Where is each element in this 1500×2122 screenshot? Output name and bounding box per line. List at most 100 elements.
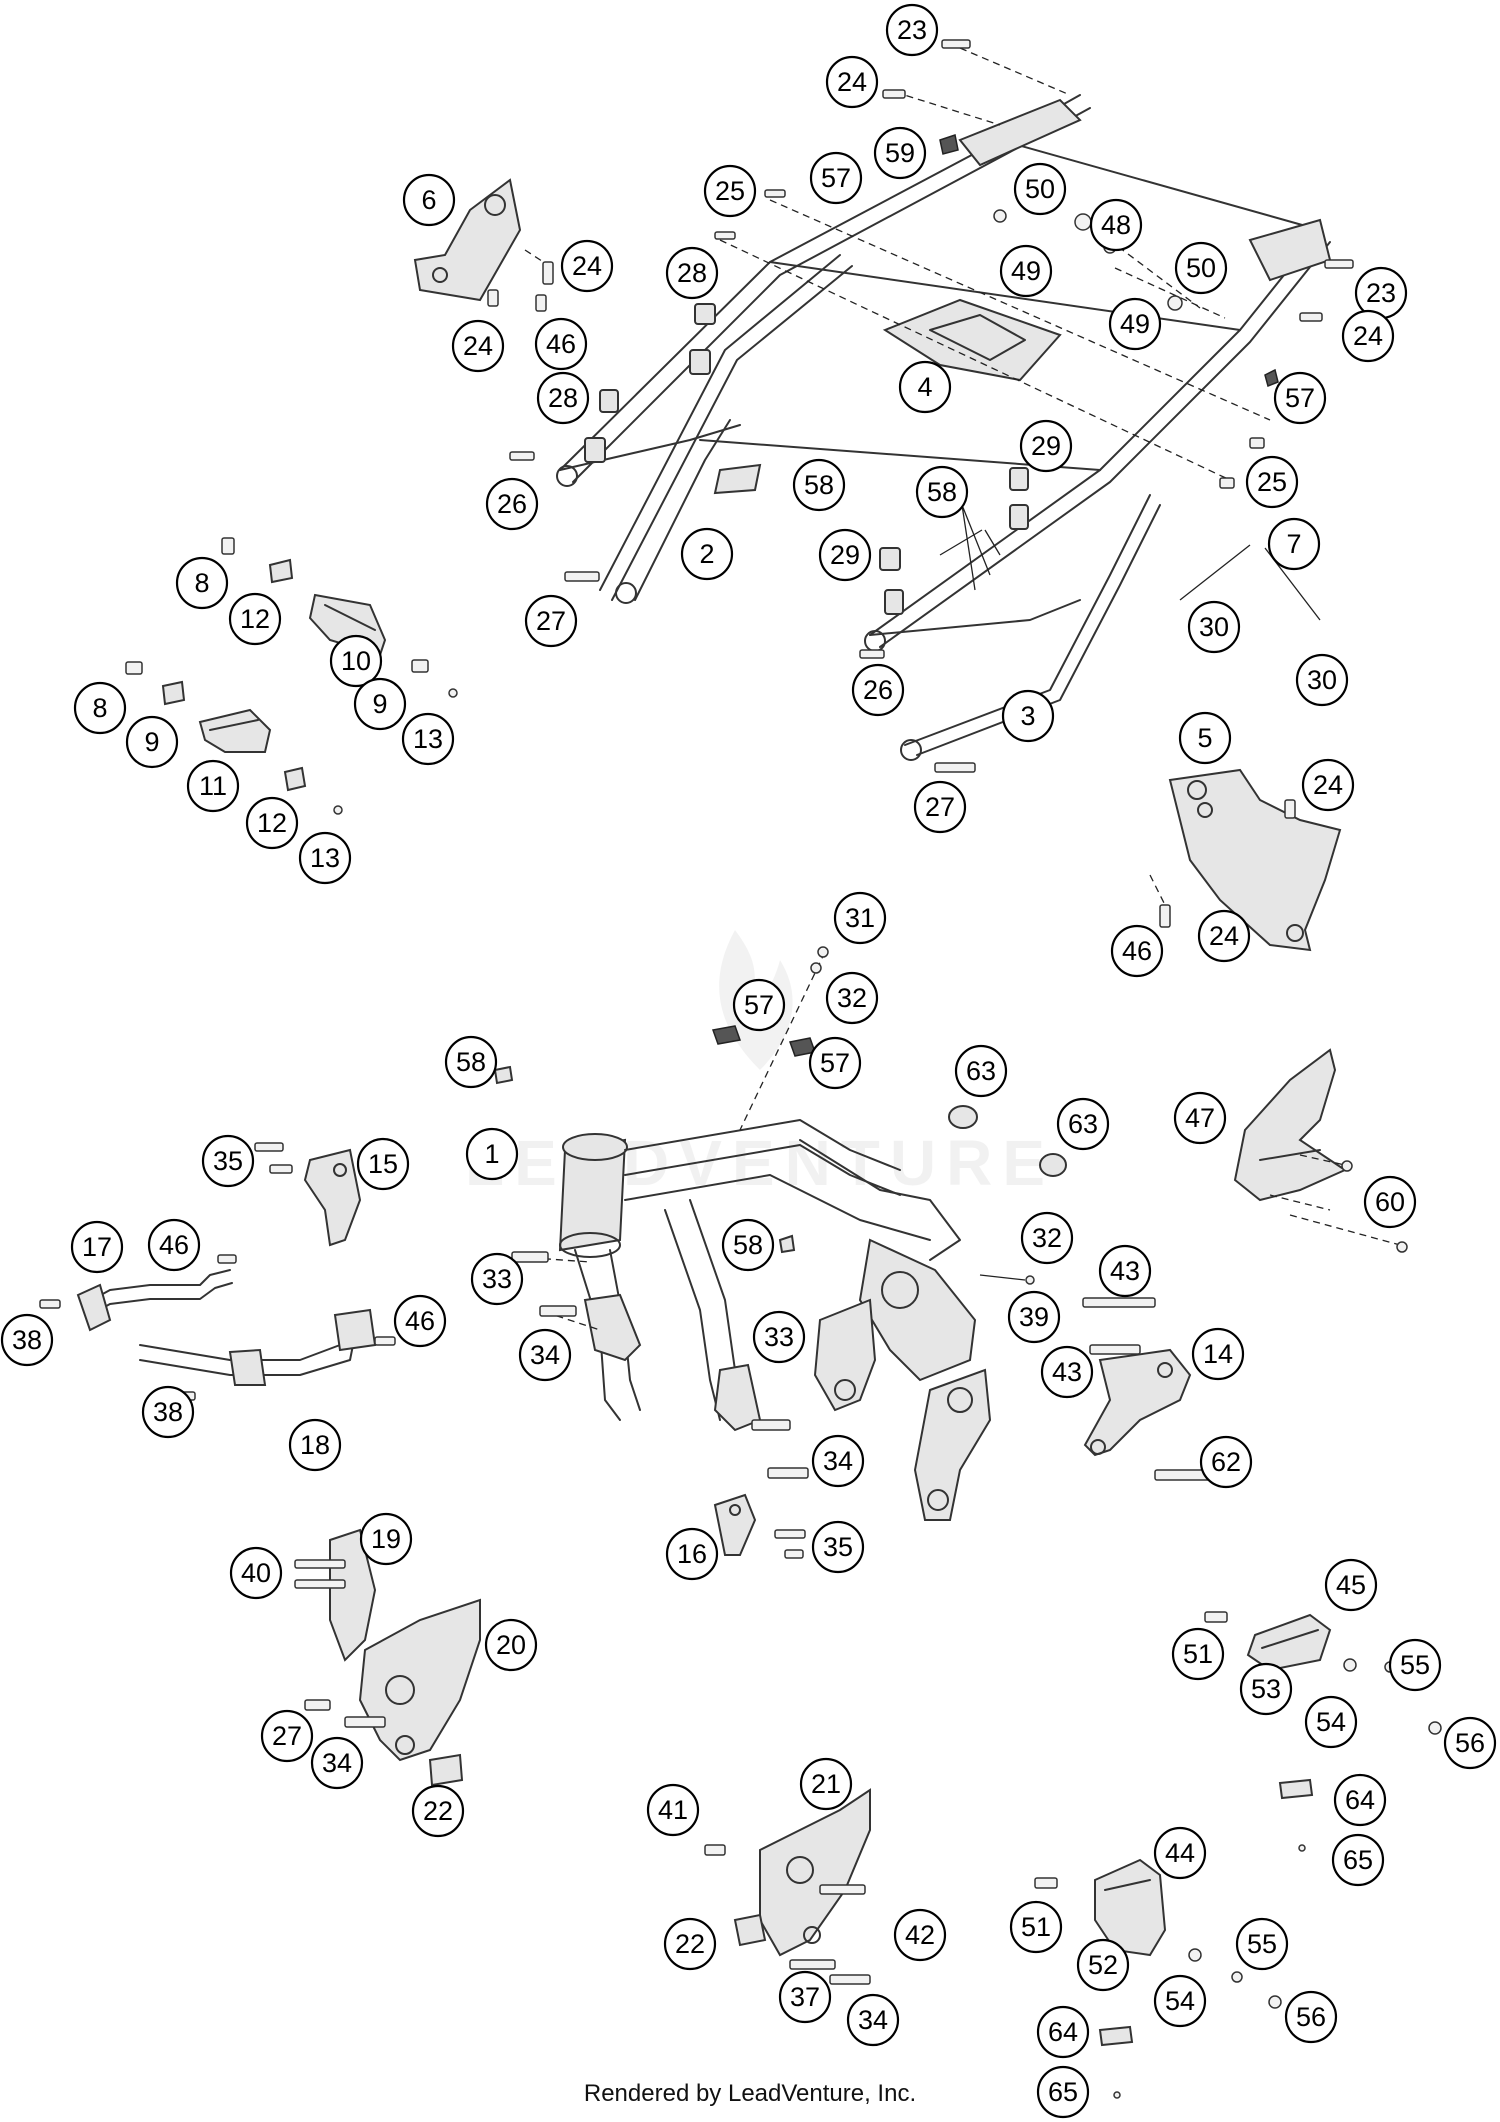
callout-number: 43 [1110, 1256, 1140, 1286]
callout-45: 45 [1324, 1558, 1378, 1612]
callout-circle [1174, 241, 1228, 295]
callout-number: 62 [1211, 1447, 1241, 1477]
callout-circle [825, 55, 879, 109]
callout-circle [298, 831, 352, 885]
callout-number: 18 [300, 1430, 330, 1460]
callout-number: 14 [1203, 1339, 1233, 1369]
footrest-bracket-right-illustration [704, 1788, 871, 1985]
callout-circle [885, 3, 939, 57]
callout-7: 7 [1267, 517, 1321, 571]
callout-number: 27 [272, 1721, 302, 1751]
callout-57: 57 [1273, 371, 1327, 425]
callout-19: 19 [359, 1512, 413, 1566]
callout-number: 19 [371, 1524, 401, 1554]
callout-65: 65 [1331, 1833, 1385, 1887]
callout-21: 21 [799, 1757, 853, 1811]
callout-number: 21 [811, 1769, 841, 1799]
callout-34: 34 [518, 1328, 572, 1382]
callout-64: 64 [1036, 2005, 1090, 2059]
callout-62: 62 [1199, 1435, 1253, 1489]
callout-56: 56 [1443, 1716, 1497, 1770]
callout-59: 59 [873, 126, 927, 180]
callout-number: 38 [153, 1397, 183, 1427]
callout-circle [359, 1512, 413, 1566]
callout-51: 51 [1009, 1900, 1063, 1954]
callout-31: 31 [833, 891, 887, 945]
callout-34: 34 [811, 1434, 865, 1488]
callout-circle [703, 164, 757, 218]
callout-number: 29 [1031, 431, 1061, 461]
bracket-15-illustration [254, 1142, 362, 1247]
callout-35: 35 [811, 1520, 865, 1574]
callout-65: 65 [1036, 2065, 1090, 2119]
callout-52: 52 [1076, 1938, 1130, 1992]
callout-number: 46 [546, 329, 576, 359]
callout-circle [999, 244, 1053, 298]
callout-circle [201, 1134, 255, 1188]
callout-circle [818, 528, 872, 582]
callout-55: 55 [1235, 1917, 1289, 1971]
callout-number: 63 [966, 1056, 996, 1086]
callout-circle [1341, 309, 1395, 363]
callout-60: 60 [1363, 1175, 1417, 1229]
callout-30: 30 [1187, 600, 1241, 654]
callout-number: 58 [804, 470, 834, 500]
callout-number: 8 [92, 693, 107, 723]
callout-circle [811, 1520, 865, 1574]
callout-48: 48 [1089, 198, 1143, 252]
callout-29: 29 [818, 528, 872, 582]
callout-number: 26 [497, 489, 527, 519]
callout-circle [833, 891, 887, 945]
callout-circle [811, 1434, 865, 1488]
callout-number: 54 [1165, 1986, 1195, 2016]
callout-circle [1013, 162, 1067, 216]
callout-11: 11 [186, 759, 240, 813]
callout-circle [73, 681, 127, 735]
callout-46: 46 [1110, 924, 1164, 978]
callout-circle [1108, 297, 1162, 351]
callout-circle [915, 465, 969, 519]
callout-41: 41 [646, 1783, 700, 1837]
callout-circle [1089, 198, 1143, 252]
callout-58: 58 [444, 1035, 498, 1089]
callout-18: 18 [288, 1418, 342, 1472]
callout-circle [1295, 653, 1349, 707]
callout-circle [1040, 1345, 1094, 1399]
callout-number: 11 [199, 771, 227, 801]
callout-number: 47 [1185, 1103, 1215, 1133]
callout-1: 1 [465, 1127, 519, 1181]
callout-number: 43 [1052, 1357, 1082, 1387]
callout-28: 28 [536, 371, 590, 425]
callout-number: 64 [1345, 1785, 1375, 1815]
callout-12: 12 [245, 796, 299, 850]
callout-number: 25 [1257, 467, 1287, 497]
callout-number: 46 [159, 1230, 189, 1260]
callout-37: 37 [778, 1970, 832, 2024]
callout-10: 10 [329, 634, 383, 688]
callout-number: 35 [823, 1532, 853, 1562]
callout-22: 22 [411, 1784, 465, 1838]
callout-44: 44 [1153, 1826, 1207, 1880]
callout-46: 46 [393, 1294, 447, 1348]
callout-circle [646, 1783, 700, 1837]
callout-circle [846, 1993, 900, 2047]
callout-46: 46 [534, 317, 588, 371]
callout-circle [1333, 1773, 1387, 1827]
callout-number: 60 [1375, 1187, 1405, 1217]
callout-circle [851, 663, 905, 717]
callout-circle [665, 1527, 719, 1581]
callout-number: 39 [1019, 1302, 1049, 1332]
callout-circle [451, 319, 505, 373]
callout-3: 3 [1001, 689, 1055, 743]
callout-number: 49 [1120, 309, 1150, 339]
callout-number: 1 [484, 1139, 499, 1169]
callout-number: 49 [1011, 256, 1041, 286]
callout-27: 27 [524, 594, 578, 648]
callout-number: 65 [1048, 2077, 1078, 2107]
callout-24: 24 [451, 319, 505, 373]
callout-circle [1331, 1833, 1385, 1887]
callout-49: 49 [1108, 297, 1162, 351]
callout-circle [913, 780, 967, 834]
callout-number: 34 [823, 1446, 853, 1476]
